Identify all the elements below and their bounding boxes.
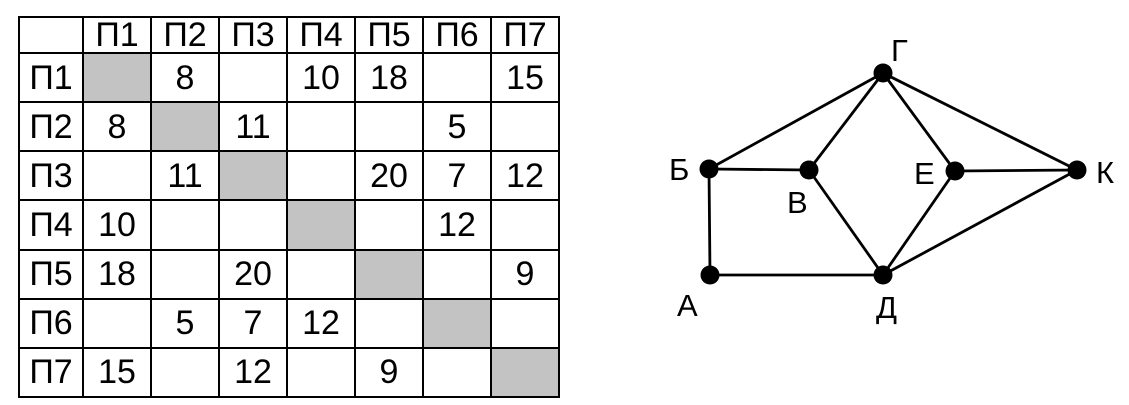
matrix-cell — [422, 248, 492, 300]
matrix-cell — [490, 297, 560, 349]
matrix-cell: 11 — [218, 101, 288, 153]
matrix-cell: 5 — [422, 101, 492, 153]
graph-edge — [881, 71, 1079, 172]
matrix-row-header: П4 — [18, 199, 84, 251]
graph-vertex-label: А — [677, 288, 698, 323]
matrix-col-header: П7 — [490, 16, 560, 54]
graph-vertex-dot — [1067, 160, 1087, 180]
matrix-cell — [286, 150, 356, 202]
matrix-cell: 12 — [422, 199, 492, 251]
matrix-row-header: П2 — [18, 101, 84, 153]
matrix-row: П3 11 20 7 12 — [18, 150, 560, 202]
matrix-col-header: П6 — [422, 16, 492, 54]
graph-edge — [881, 71, 957, 173]
matrix-cell-diagonal — [150, 101, 220, 153]
matrix-cell: 7 — [218, 297, 288, 349]
matrix-cell: 20 — [354, 150, 424, 202]
matrix-cell — [218, 51, 288, 104]
matrix-cell: 15 — [490, 51, 560, 104]
graph-edge — [707, 167, 811, 172]
matrix-cell: 18 — [82, 248, 152, 300]
matrix-row: П7 15 12 9 — [18, 346, 560, 399]
matrix-col-header: П5 — [354, 16, 424, 54]
matrix-cell: 7 — [422, 150, 492, 202]
matrix-cell: 5 — [150, 297, 220, 349]
matrix-row: П6 5 7 12 — [18, 297, 560, 349]
matrix-cell-diagonal — [490, 346, 560, 399]
matrix-cell-diagonal — [422, 297, 492, 349]
matrix-row-header: П3 — [18, 150, 84, 202]
graph-vertex-dot — [700, 265, 720, 285]
matrix-row: П4 10 12 — [18, 199, 560, 251]
matrix-cell: 8 — [150, 51, 220, 104]
matrix-cell — [422, 346, 492, 399]
graph-vertex-dot — [799, 160, 819, 180]
matrix-row-header: П1 — [18, 51, 84, 104]
matrix-cell — [150, 248, 220, 300]
matrix-col-header: П2 — [150, 16, 220, 54]
graph-vertex-dot — [945, 161, 965, 181]
graph-vertex-label: Е — [914, 156, 935, 191]
matrix-cell — [354, 199, 424, 251]
matrix-header-row: П1 П2 П3 П4 П5 П6 П7 — [18, 16, 560, 54]
matrix-col-header: П4 — [286, 16, 356, 54]
matrix-row-header: П7 — [18, 346, 84, 399]
matrix-cell-diagonal — [218, 150, 288, 202]
graph-vertex-label: В — [787, 185, 808, 220]
matrix-cell: 18 — [354, 51, 424, 104]
matrix-cell — [354, 101, 424, 153]
graph-vertex-label: К — [1096, 155, 1114, 190]
graph-edge — [807, 168, 885, 277]
matrix-cell-diagonal — [82, 51, 152, 104]
matrix-cell: 11 — [150, 150, 220, 202]
matrix-cell — [150, 346, 220, 399]
graph-edge — [707, 71, 885, 171]
matrix-row-header: П5 — [18, 248, 84, 300]
matrix-cell: 8 — [82, 101, 152, 153]
graph-vertex-dot — [699, 159, 719, 179]
graph-vertex-label: Г — [891, 33, 908, 68]
matrix-cell — [150, 199, 220, 251]
matrix-row: П2 8 11 5 — [18, 101, 560, 153]
matrix-cell — [286, 101, 356, 153]
matrix-cell — [354, 297, 424, 349]
matrix-cell: 12 — [286, 297, 356, 349]
matrix-col-header: П1 — [82, 16, 152, 54]
matrix-cell — [286, 346, 356, 399]
matrix-cell: 20 — [218, 248, 288, 300]
graph-vertex-dot — [873, 63, 893, 83]
matrix-cell — [82, 297, 152, 349]
matrix-cell — [490, 199, 560, 251]
graph-svg: А Б В Г Д Е К — [669, 33, 1114, 325]
graph-edge — [881, 168, 1079, 277]
matrix-col-header: П3 — [218, 16, 288, 54]
graph-edge — [881, 169, 957, 277]
matrix-cell — [218, 199, 288, 251]
matrix-cell: 15 — [82, 346, 152, 399]
graph-edge — [953, 168, 1079, 173]
graph-edge — [807, 71, 885, 172]
matrix-cell: 9 — [354, 346, 424, 399]
matrix-cell-diagonal — [286, 199, 356, 251]
graph-vertex-label: Д — [876, 290, 897, 325]
matrix-cell: 9 — [490, 248, 560, 300]
adjacency-matrix: П1 П2 П3 П4 П5 П6 П7 П1 8 10 18 15 П2 8 … — [18, 16, 560, 399]
matrix-row-header: П6 — [18, 297, 84, 349]
graph-vertex-dot — [873, 265, 893, 285]
graph-vertex-label: Б — [669, 152, 689, 187]
matrix-cell: 10 — [286, 51, 356, 104]
matrix-cell-diagonal — [354, 248, 424, 300]
matrix-cell: 10 — [82, 199, 152, 251]
graph-edge — [707, 167, 712, 277]
matrix-cell — [490, 101, 560, 153]
matrix-cell — [422, 51, 492, 104]
matrix-cell — [286, 248, 356, 300]
matrix-cell: 12 — [490, 150, 560, 202]
matrix-row: П5 18 20 9 — [18, 248, 560, 300]
matrix-cell: 12 — [218, 346, 288, 399]
graph-panel: А Б В Г Д Е К — [580, 0, 1129, 405]
matrix-cell — [82, 150, 152, 202]
matrix-row: П1 8 10 18 15 — [18, 51, 560, 104]
matrix-corner-cell — [18, 16, 84, 54]
